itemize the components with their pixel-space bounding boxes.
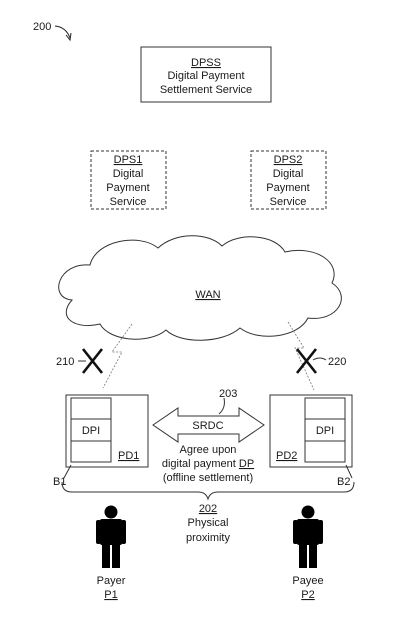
- agreement-line3: (offline settlement): [163, 472, 253, 484]
- proximity-brace: 202 Physical proximity: [61, 481, 355, 544]
- boundary-b2: B2: [337, 476, 350, 488]
- srdc-ref: 203: [219, 388, 237, 400]
- dpss-line2: Settlement Service: [160, 84, 252, 96]
- wan-cloud: WAN: [58, 235, 342, 341]
- dps1-box: DPS1 Digital Payment Service: [90, 150, 167, 210]
- proximity-line1: Physical: [188, 517, 229, 529]
- srdc-label: SRDC: [192, 420, 223, 432]
- agreement-dp-term: DP: [239, 458, 254, 470]
- agreement-text: Agree upon digital payment DP (offline s…: [162, 444, 254, 484]
- dps1-line1: Digital: [113, 168, 144, 180]
- payer-role: Payer: [97, 575, 126, 587]
- pd1-device: DPI PD1 B1: [53, 394, 149, 488]
- payer-id: P1: [104, 589, 117, 601]
- dps1-line3: Service: [110, 196, 147, 208]
- pd2-dpi-label: DPI: [316, 425, 334, 437]
- proximity-line2: proximity: [186, 532, 231, 544]
- pd2-device: DPI PD2 B2: [269, 394, 353, 488]
- payee-person-icon: [293, 505, 323, 568]
- agreement-line1: Agree upon: [180, 444, 237, 456]
- boundary-b1: B1: [53, 476, 66, 488]
- dps2-line2: Payment: [266, 182, 309, 194]
- dps2-box: DPS2 Digital Payment Service: [250, 150, 327, 210]
- proximity-ref: 202: [199, 503, 217, 515]
- pd2-label: PD2: [276, 450, 297, 462]
- figure-number-arrowhead: [65, 32, 72, 42]
- dps2-line3: Service: [270, 196, 307, 208]
- dpss-line1: Digital Payment: [167, 70, 244, 82]
- dps1-abbrev: DPS1: [114, 154, 143, 166]
- payee-role: Payee: [292, 575, 323, 587]
- srdc-arrow: SRDC 203: [152, 388, 265, 443]
- wan-label: WAN: [195, 289, 220, 301]
- dpss-box: DPSS Digital Payment Settlement Service: [140, 46, 272, 103]
- agreement-line2: digital payment DP: [162, 458, 254, 470]
- right-wireless-link: 220: [287, 321, 346, 391]
- pd1-dpi-module: [70, 397, 112, 463]
- pd2-dpi-module: [304, 397, 346, 463]
- dps2-abbrev: DPS2: [274, 154, 303, 166]
- figure-number: 200: [33, 21, 51, 33]
- pd1-label: PD1: [118, 450, 139, 462]
- figure-number-arrow: [54, 25, 71, 39]
- link-220-ref: 220: [328, 356, 346, 368]
- left-wireless-link: 210: [56, 323, 133, 389]
- payee-id: P2: [301, 589, 314, 601]
- dps1-line2: Payment: [106, 182, 149, 194]
- payer-person-icon: [96, 505, 126, 568]
- dpss-abbrev: DPSS: [191, 57, 221, 69]
- link-210-ref: 210: [56, 356, 74, 368]
- dps2-line1: Digital: [273, 168, 304, 180]
- pd1-dpi-label: DPI: [82, 425, 100, 437]
